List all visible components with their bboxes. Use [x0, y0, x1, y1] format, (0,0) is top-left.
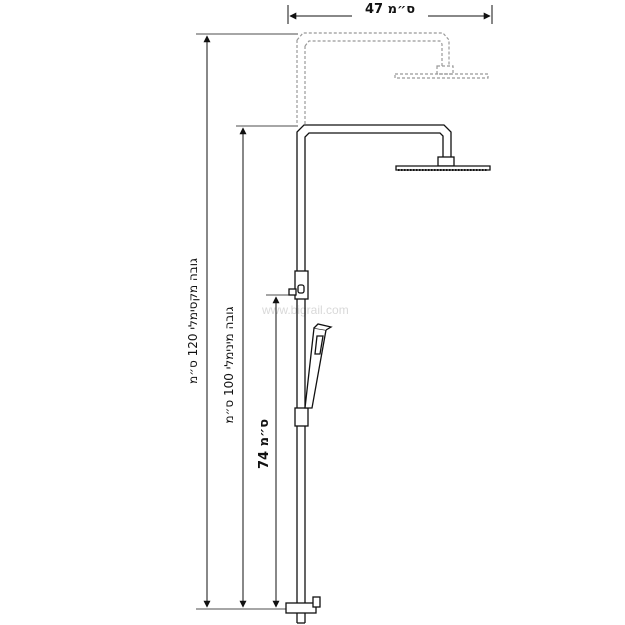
hand-shower-holder [294, 407, 309, 427]
max-height-dimension: גובה מקסימלי 120 ס״מ [186, 33, 298, 610]
width-label: 47 ס״מ [365, 2, 415, 17]
bottom-mixer [285, 602, 317, 614]
min-height-label: גובה מינימלי 100 ס״מ [222, 306, 236, 423]
raised-position-outline [296, 32, 489, 125]
upper-pipe [296, 124, 452, 271]
min-height-dimension: גובה מינימלי 100 ס״מ [222, 125, 298, 608]
arm-connector [437, 156, 455, 167]
mixer-height-dimension: 74 ס״מ [257, 294, 292, 608]
mixer-height-label: 74 ס״מ [257, 419, 272, 469]
shower-column [285, 124, 491, 624]
width-dimension: 47 ס״מ [287, 2, 493, 24]
max-height-label: גובה מקסימלי 120 ס״מ [186, 258, 200, 384]
